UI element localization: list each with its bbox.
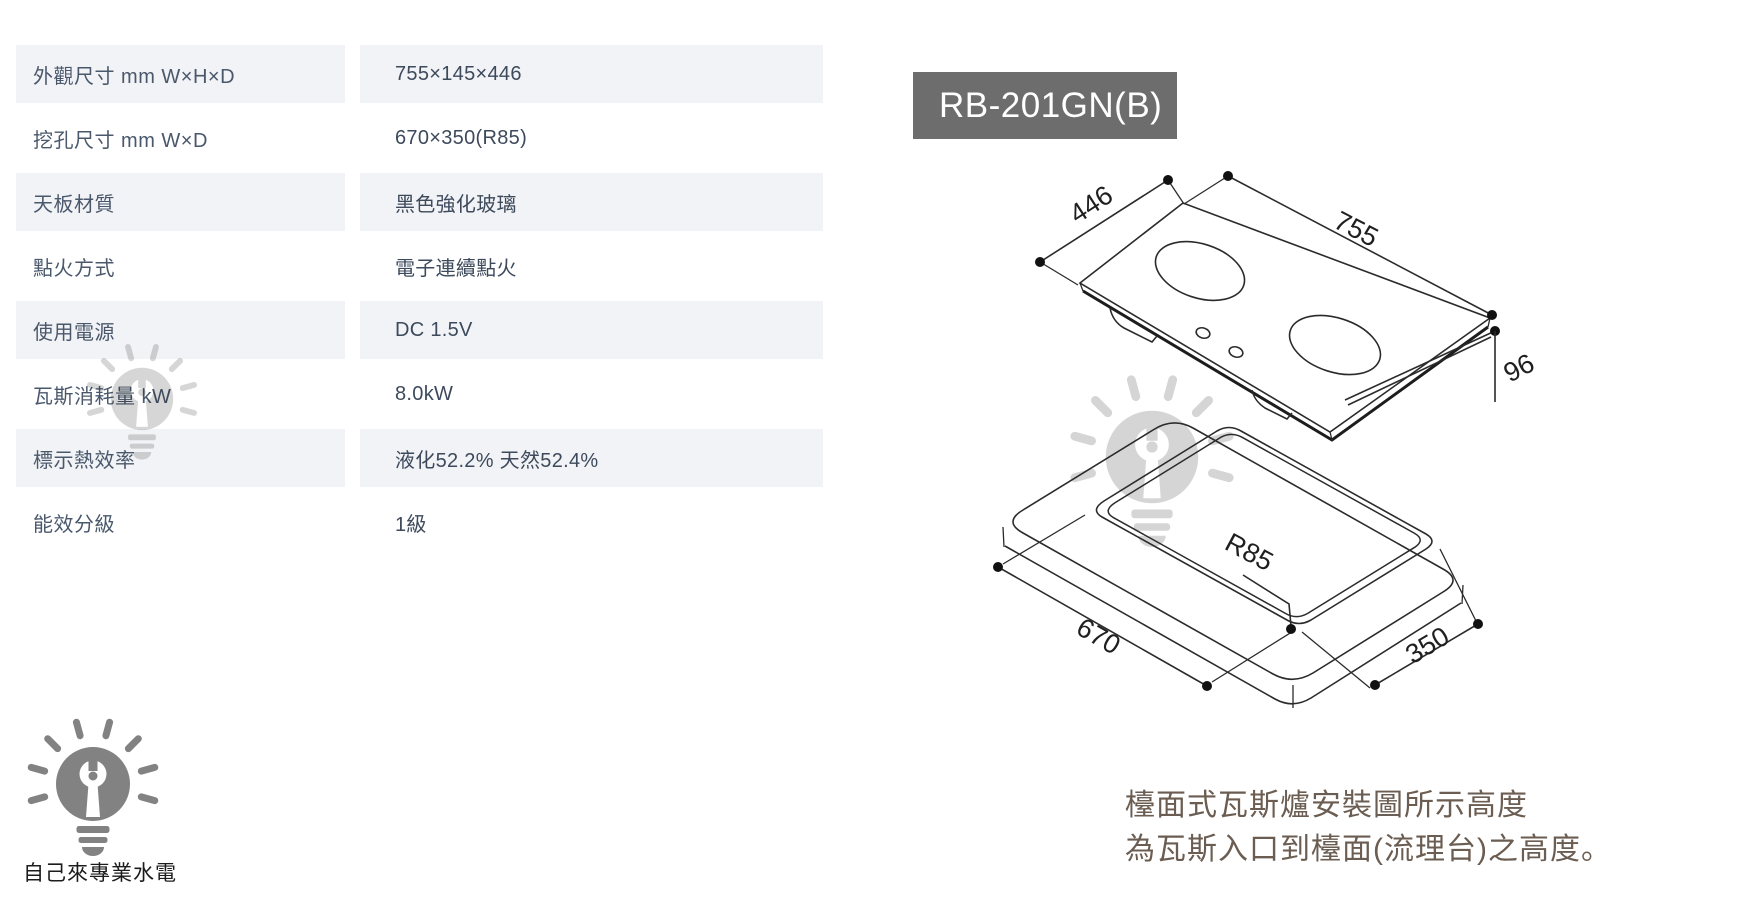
spec-label: 能效分級: [33, 513, 115, 536]
brand-logo-caption: 自己來專業水電: [23, 862, 177, 885]
spec-label: 天板材質: [16, 173, 345, 231]
table-row: 點火方式 電子連續點火: [16, 231, 838, 301]
svg-text:350: 350: [1400, 621, 1454, 670]
spec-value: DC 1.5V: [360, 301, 823, 359]
spec-label: 外觀尺寸 mm W×H×D: [16, 45, 345, 103]
svg-text:755: 755: [1329, 205, 1383, 252]
spec-value: 8.0kW: [395, 382, 454, 405]
spec-value: 黑色強化玻璃: [360, 173, 823, 231]
installation-note-line1: 檯面式瓦斯爐安裝圖所示高度: [1125, 789, 1528, 822]
svg-text:R85: R85: [1220, 527, 1278, 577]
table-row: 外觀尺寸 mm W×H×D 755×145×446: [16, 45, 838, 103]
spec-label: 標示熱效率: [16, 429, 345, 487]
table-row: 挖孔尺寸 mm W×D 670×350(R85): [16, 103, 838, 173]
table-row: 使用電源 DC 1.5V: [16, 301, 838, 359]
table-row: 瓦斯消耗量 kW 8.0kW: [16, 359, 838, 429]
spec-value: 電子連續點火: [395, 257, 517, 280]
stove-top-drawing: [1078, 202, 1496, 442]
spec-value: 755×145×446: [360, 45, 823, 103]
spec-value: 液化52.2% 天然52.4%: [360, 429, 823, 487]
dimension-inlet-height-96: 96: [1490, 326, 1539, 402]
svg-text:446: 446: [1064, 180, 1118, 230]
countertop-drawing: [1002, 422, 1464, 708]
model-badge: RB-201GN(B): [913, 72, 1177, 139]
table-row: 天板材質 黑色強化玻璃: [16, 173, 838, 231]
spec-value: 1級: [395, 513, 427, 536]
spec-label: 瓦斯消耗量 kW: [33, 385, 172, 408]
spec-table: 外觀尺寸 mm W×H×D 755×145×446 挖孔尺寸 mm W×D 67…: [16, 45, 838, 557]
spec-label: 使用電源: [16, 301, 345, 359]
installation-diagram: 446 755 96: [993, 171, 1539, 708]
installation-note-line2: 為瓦斯入口到檯面(流理台)之高度。: [1125, 833, 1612, 866]
table-row: 標示熱效率 液化52.2% 天然52.4%: [16, 429, 838, 487]
installation-note: 檯面式瓦斯爐安裝圖所示高度 為瓦斯入口到檯面(流理台)之高度。: [1125, 784, 1612, 872]
svg-text:670: 670: [1071, 612, 1125, 661]
spec-label: 點火方式: [33, 257, 115, 280]
spec-value: 670×350(R85): [395, 126, 528, 149]
spec-label: 挖孔尺寸 mm W×D: [33, 129, 208, 152]
svg-text:96: 96: [1499, 348, 1539, 388]
table-row: 能效分級 1級: [16, 487, 838, 557]
brand-logo: 自己來專業水電: [23, 714, 193, 885]
lightbulb-wrench-logo-icon: [23, 714, 163, 866]
dimension-depth-446: 446: [1035, 175, 1185, 286]
